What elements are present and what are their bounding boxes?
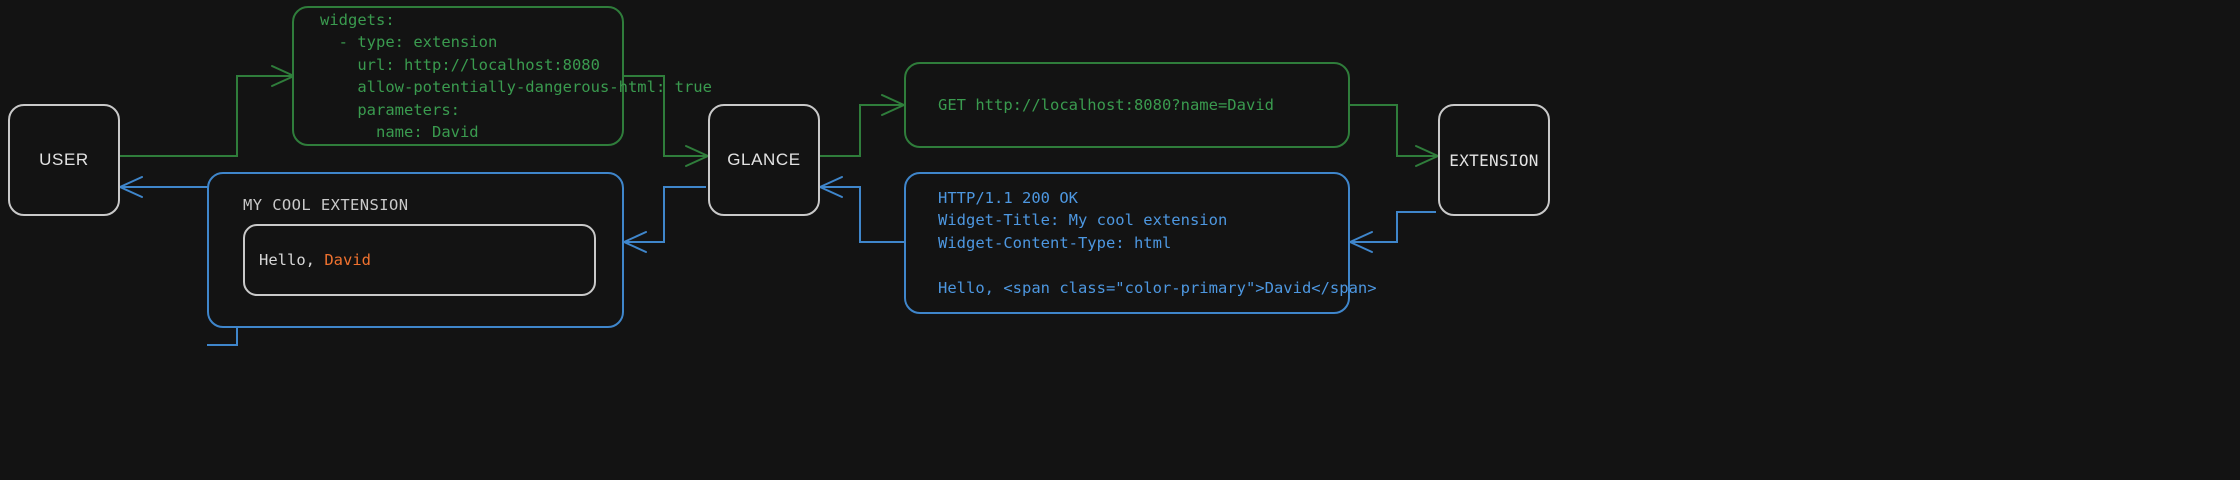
config-yaml-text: widgets: - type: extension url: http://l…	[320, 10, 712, 142]
arrowhead-glance-in	[685, 145, 709, 167]
node-user[interactable]: USER	[8, 104, 120, 216]
wire-response-to-glance	[822, 186, 906, 243]
arrowhead-request-in	[881, 94, 905, 116]
arrowhead-extension-in	[1415, 145, 1439, 167]
widget-greeting-name: David	[324, 251, 371, 269]
http-request-text: GET http://localhost:8080?name=David	[938, 95, 1274, 114]
arrowhead-response-in	[1349, 231, 1373, 253]
arrowhead-user-in	[119, 176, 143, 198]
node-glance[interactable]: GLANCE	[708, 104, 820, 216]
arrowhead-glance-response-in	[819, 176, 843, 198]
wire-user-to-config	[120, 75, 292, 157]
message-box-config[interactable]: widgets: - type: extension url: http://l…	[292, 6, 712, 146]
node-user-label: USER	[39, 150, 89, 169]
widget-greeting: Hello, David	[259, 251, 371, 269]
widget-preview-title: MY COOL EXTENSION	[243, 196, 409, 214]
node-glance-label: GLANCE	[727, 150, 801, 169]
http-response-text: HTTP/1.1 200 OK Widget-Title: My cool ex…	[938, 188, 1377, 297]
arrowhead-config-in	[271, 65, 295, 87]
wire-glance-to-request	[820, 104, 902, 157]
wire-request-to-extension	[1350, 104, 1436, 157]
message-box-http-response[interactable]: HTTP/1.1 200 OK Widget-Title: My cool ex…	[904, 172, 1377, 314]
message-box-http-request[interactable]: GET http://localhost:8080?name=David	[904, 62, 1350, 148]
widget-preview-body: Hello, David	[243, 224, 596, 296]
node-extension[interactable]: EXTENSION	[1438, 104, 1550, 216]
widget-preview-box[interactable]: MY COOL EXTENSION Hello, David	[207, 172, 624, 328]
node-extension-label: EXTENSION	[1449, 150, 1539, 170]
wire-glance-to-widget	[626, 186, 706, 243]
arrowhead-widget-in	[623, 231, 647, 253]
wire-extension-to-response	[1352, 211, 1436, 243]
widget-greeting-prefix: Hello,	[259, 251, 325, 269]
